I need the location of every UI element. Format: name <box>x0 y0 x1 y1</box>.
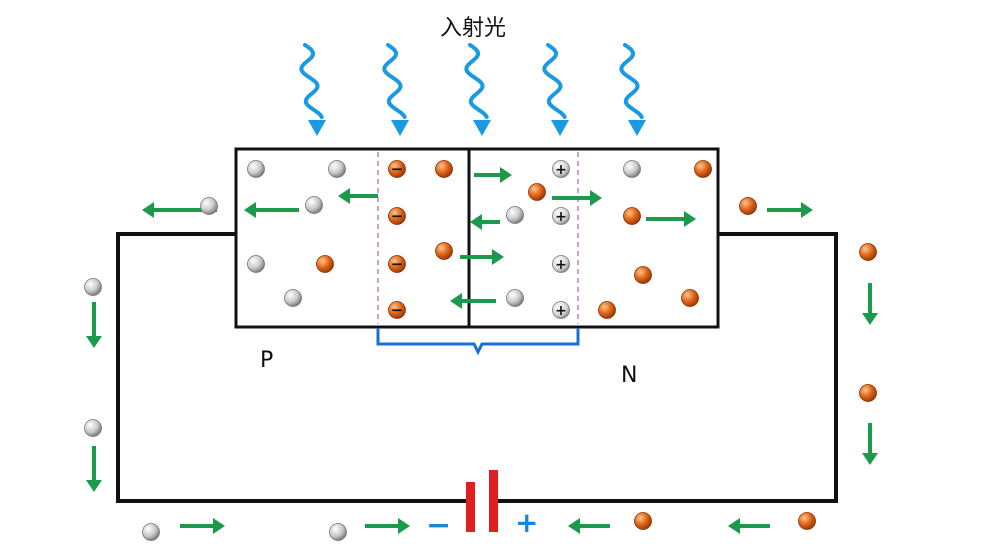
svg-text:−: − <box>391 301 404 319</box>
positive-ion: + <box>552 301 570 319</box>
battery-positive-plate <box>489 470 498 532</box>
hole <box>142 523 160 541</box>
depletion-brace <box>376 328 580 356</box>
light-ray <box>299 43 326 136</box>
battery-plus-label: + <box>515 506 539 539</box>
electron <box>739 197 757 215</box>
svg-text:−: − <box>391 255 404 273</box>
carrier-arrow <box>474 167 512 183</box>
battery <box>466 470 498 532</box>
hole <box>305 196 323 214</box>
negative-ion: − <box>388 255 406 273</box>
carrier-arrow <box>86 446 102 492</box>
light-ray <box>464 43 491 136</box>
p-region-label: P <box>260 348 274 373</box>
svg-text:+: + <box>555 209 567 225</box>
carrier-arrow <box>767 202 813 218</box>
light-ray <box>542 43 569 136</box>
carrier-arrow <box>460 249 504 265</box>
svg-text:+: + <box>555 257 567 273</box>
left-wire <box>116 232 470 503</box>
electron <box>634 266 652 284</box>
carrier-arrow <box>862 283 878 325</box>
carrier-arrow <box>244 202 299 218</box>
carrier-arrow <box>365 518 410 534</box>
hole <box>506 289 524 307</box>
positive-ion: + <box>552 255 570 273</box>
right-wire <box>495 232 838 503</box>
hole <box>623 160 641 178</box>
svg-text:−: − <box>391 160 404 178</box>
n-region-label: N <box>621 363 638 388</box>
electron <box>316 255 334 273</box>
carrier-arrow <box>646 211 696 227</box>
carrier-arrow <box>862 423 878 465</box>
hole <box>329 523 347 541</box>
carrier-arrow <box>470 214 500 230</box>
incident-light <box>299 43 646 136</box>
carrier-arrow <box>86 302 102 348</box>
carrier-arrows <box>86 167 878 534</box>
incident-light-label: 入射光 <box>440 16 507 41</box>
carrier-arrow <box>450 293 496 309</box>
negative-ion: − <box>388 207 406 225</box>
electron <box>859 384 877 402</box>
negative-ion: − <box>388 160 406 178</box>
svg-text:+: + <box>555 303 567 319</box>
electron <box>435 160 453 178</box>
svg-text:−: − <box>391 207 404 225</box>
carrier-arrow <box>728 518 770 534</box>
electron <box>435 242 453 260</box>
positive-ion: + <box>552 207 570 225</box>
electron <box>528 183 546 201</box>
hole <box>506 206 524 224</box>
svg-text:+: + <box>555 162 567 178</box>
hole <box>200 197 218 215</box>
carrier-arrow <box>552 190 602 206</box>
positive-ion: + <box>552 160 570 178</box>
circuit-wires <box>116 232 838 503</box>
battery-minus-label: − <box>426 508 452 543</box>
carrier-arrow <box>338 188 378 204</box>
hole <box>84 419 102 437</box>
electron <box>598 301 616 319</box>
negative-ion: − <box>388 301 406 319</box>
charge-carriers: − − − − + + + + <box>84 160 877 541</box>
hole <box>84 278 102 296</box>
electron <box>798 512 816 530</box>
hole <box>284 289 302 307</box>
hole <box>247 160 265 178</box>
carrier-arrow <box>180 518 225 534</box>
hole <box>247 255 265 273</box>
electron <box>694 160 712 178</box>
light-ray <box>382 43 409 136</box>
electron <box>623 207 641 225</box>
carrier-arrow <box>568 518 610 534</box>
electron <box>859 243 877 261</box>
battery-negative-plate <box>466 482 475 532</box>
light-ray <box>619 43 646 136</box>
pn-junction-block <box>234 147 720 329</box>
electron <box>681 289 699 307</box>
electron <box>634 512 652 530</box>
hole <box>328 160 346 178</box>
